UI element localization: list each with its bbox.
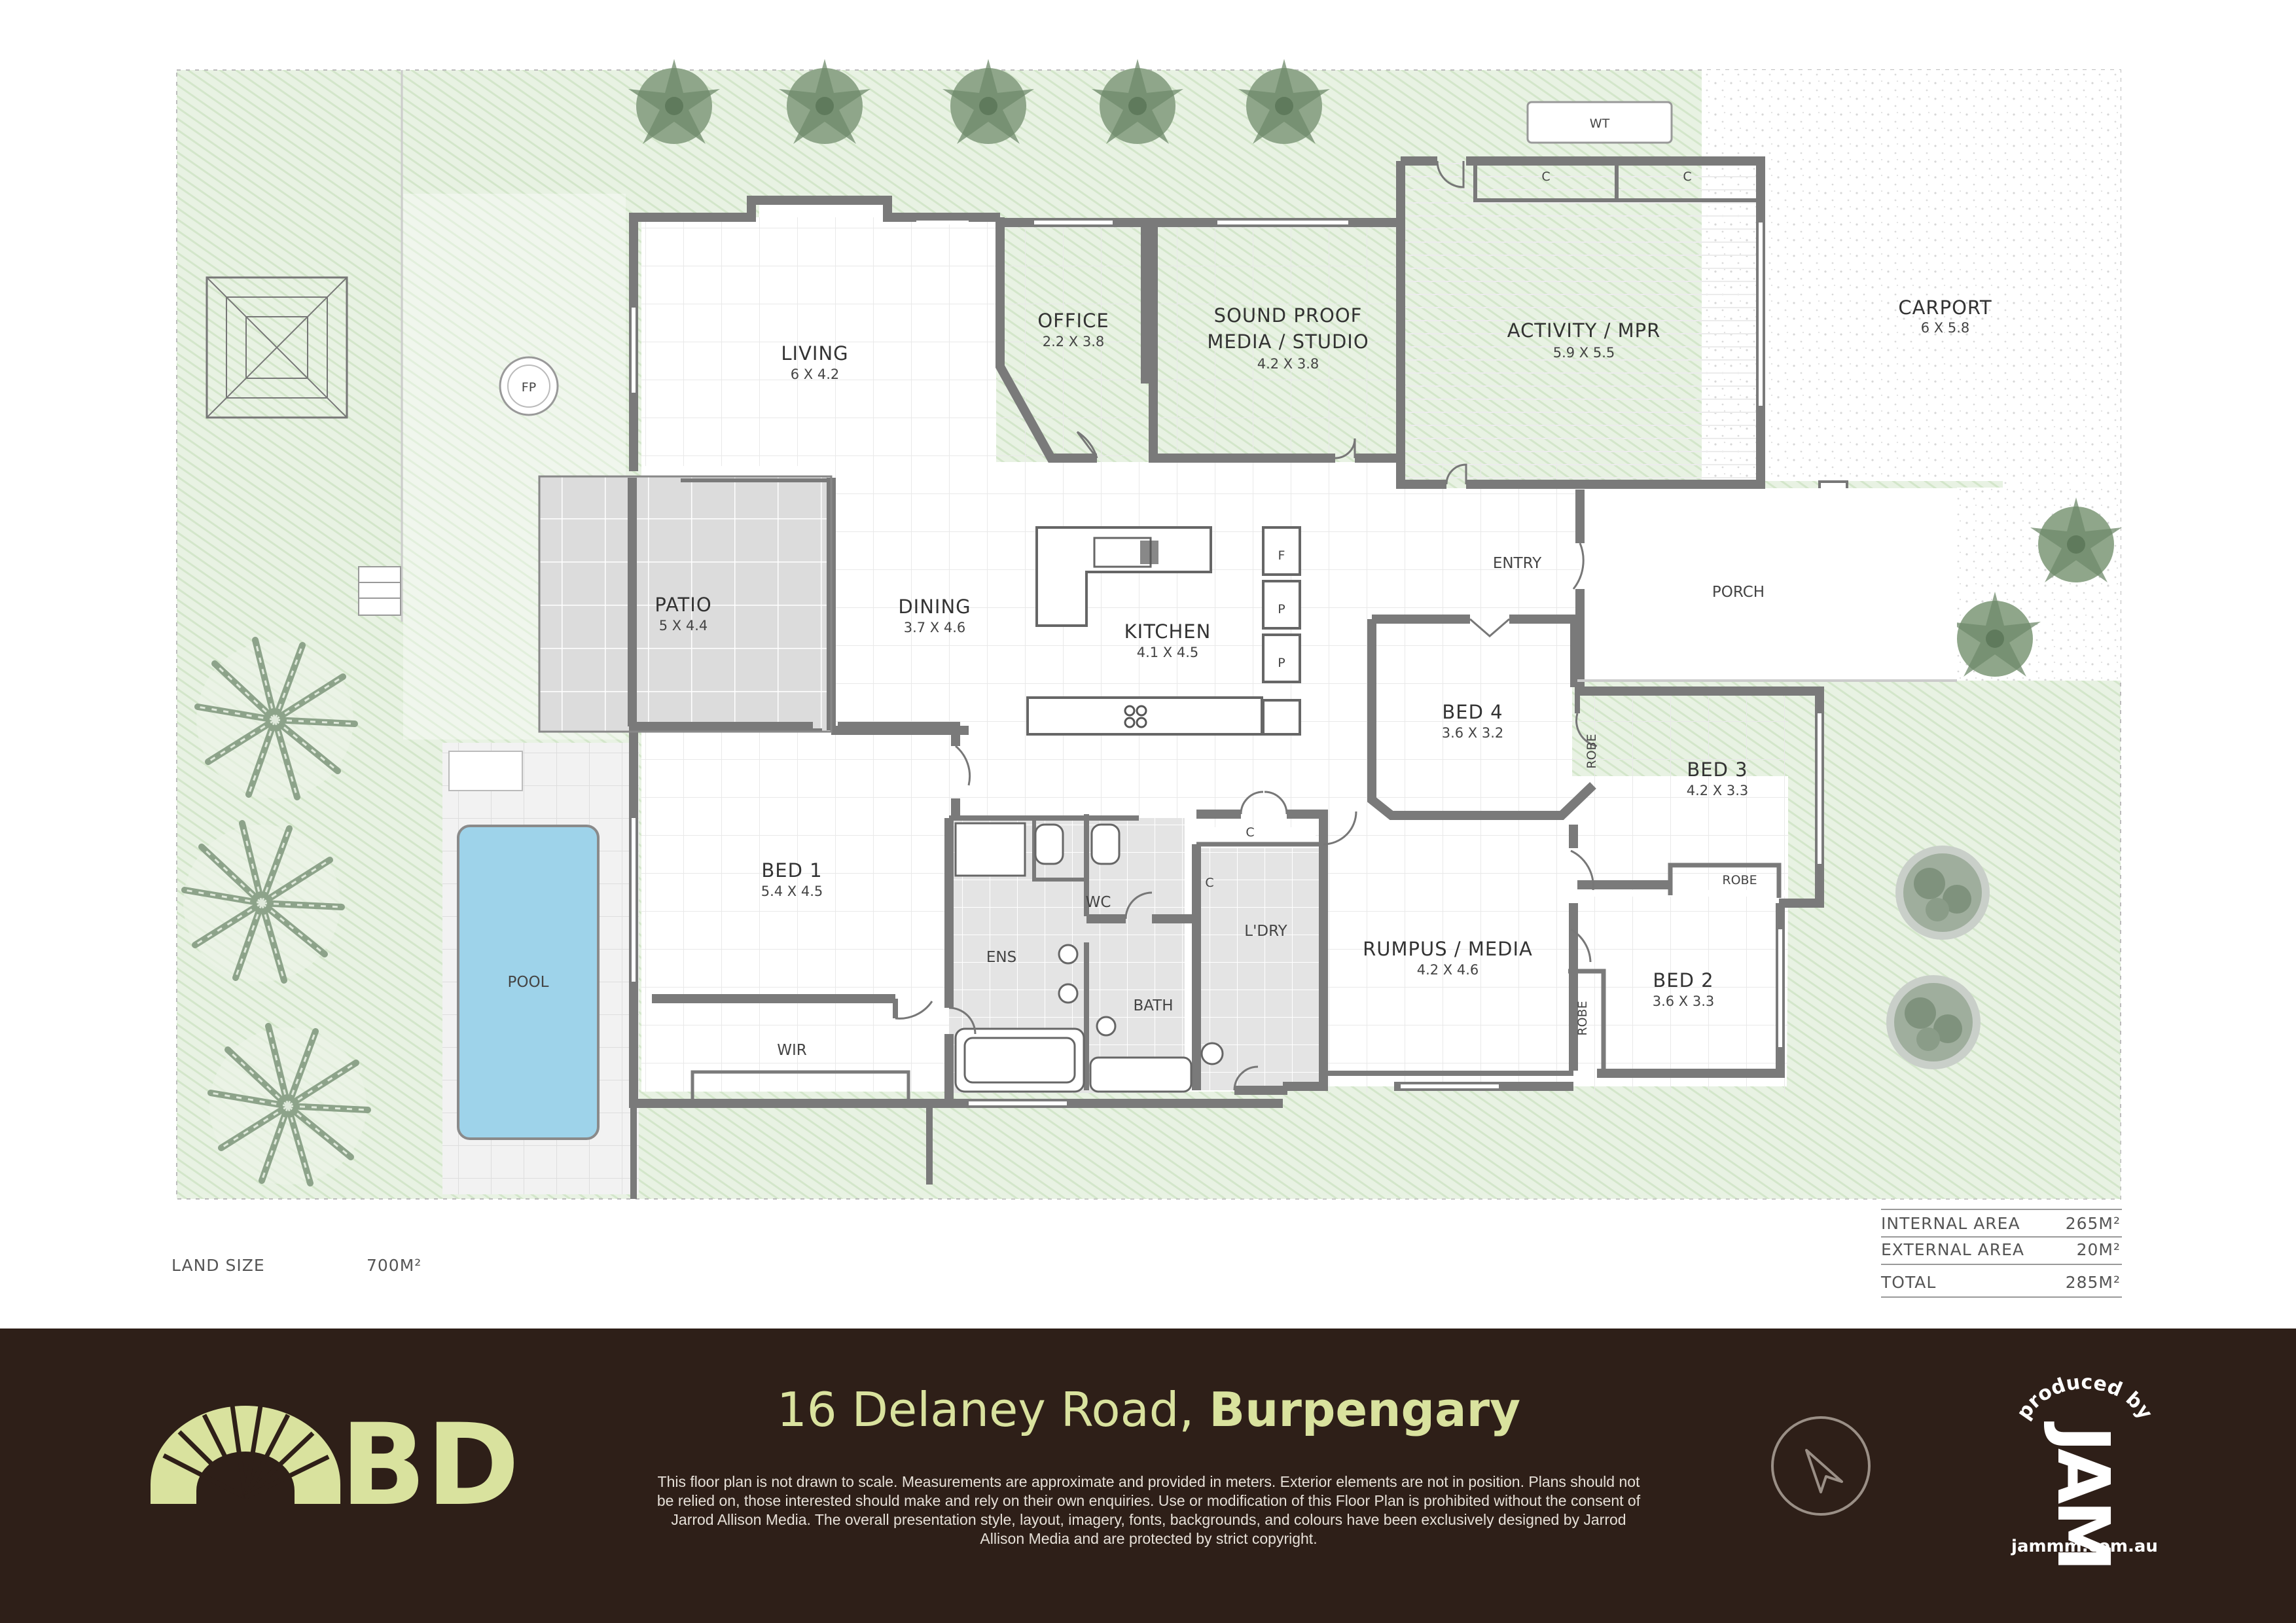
rumpus-label: RUMPUS / MEDIA [1363,938,1533,960]
bath-fixtures [954,822,1224,1093]
basin-icon [1096,1016,1117,1037]
address-street: 16 Delaney Road, [776,1382,1210,1437]
dining-dims: 3.7 X 4.6 [904,620,966,635]
windows [632,221,1821,1105]
floor-plan-drawing: POOL FP WT [171,59,2122,1298]
cupboard-label: C [1246,825,1254,840]
kitchen-benches [1026,526,1301,736]
office-dims: 2.2 X 3.8 [1043,334,1105,349]
cupboard-label: C [1205,876,1213,890]
producer-badge: produced by JAM [2012,1371,2157,1568]
external-area-label: EXTERNAL AREA [1881,1240,2024,1259]
produced-by-text: produced by [2012,1371,2157,1424]
pantry-label: P [1278,602,1285,616]
bed3-label: BED 3 [1687,758,1748,781]
bed1-label: BED 1 [761,859,822,882]
logo-text: BD [340,1406,520,1517]
kitchen-dims: 4.1 X 4.5 [1137,645,1199,660]
floor-plan-area: POOL FP WT [171,59,2122,1298]
living-dims: 6 X 4.2 [791,366,840,382]
garden-steps [358,566,401,616]
dining-label: DINING [898,596,971,618]
sunburst-icon [151,1406,340,1504]
robe-label: ROBE [1585,734,1599,768]
pool-shape [457,825,600,1140]
basin-icon [1058,983,1079,1004]
shrub-icon [1895,846,1990,940]
bathtub-icon [1089,1056,1193,1093]
land-size-label: LAND SIZE [171,1256,265,1275]
entry-label: ENTRY [1493,555,1542,572]
area-summary: LAND SIZE 700M² INTERNAL AREA 265M² EXTE… [171,1209,2122,1298]
porch-label: PORCH [1712,584,1765,601]
bed2-label: BED 2 [1653,969,1713,991]
carport-label: CARPORT [1898,296,1992,319]
cupboard-label: C [1683,169,1691,184]
house-floor [539,157,1957,1093]
ensuite-label: ENS [986,949,1016,966]
north-arrow-icon [1771,1416,1871,1516]
address-suburb: Burpengary [1209,1382,1521,1437]
total-area-label: TOTAL [1880,1273,1936,1292]
shrub-icon [1886,975,1981,1069]
rear-lawn [961,1119,2121,1199]
bed1-dims: 5.4 X 4.5 [761,883,823,899]
land-size-value: 700M² [367,1256,422,1275]
toilet-icon [1090,823,1121,865]
carport-dims: 6 X 5.8 [1921,320,1970,336]
bed4-label: BED 4 [1442,701,1503,723]
room-labels: LIVING 6 X 4.2 OFFICE 2.2 X 3.8 SOUND PR… [655,296,1992,1059]
total-area-value: 285M² [2066,1273,2121,1292]
bed4-dims: 3.6 X 3.2 [1442,725,1504,741]
svg-text:produced by: produced by [2012,1371,2157,1424]
agency-logo: BD [151,1406,520,1517]
stepping-stones [448,751,523,791]
jam-logo: JAM [2041,1421,2125,1568]
footer-bar [0,1329,2296,1623]
external-area-value: 20M² [2077,1240,2121,1259]
laundry-label: L'DRY [1244,923,1287,940]
internal-area-label: INTERNAL AREA [1881,1214,2020,1233]
laundry-tub-icon [1200,1042,1224,1065]
wc-label: WC [1086,894,1111,911]
patio-tiles [539,476,827,732]
patio-label: PATIO [655,594,711,616]
shower-icon [954,822,1026,877]
cooktop-icon [1124,705,1147,728]
robe-label: ROBE [1575,1001,1590,1035]
pantry-label: P [1278,656,1285,670]
driveway [1702,70,2121,681]
studio-dims: 4.2 X 3.8 [1257,356,1319,372]
activity-label: ACTIVITY / MPR [1507,319,1661,342]
cupboard-label: C [1541,169,1550,184]
water-tank [1526,101,1673,144]
door-swings [895,160,1598,1091]
patio-dims: 5 X 4.4 [659,618,708,633]
water-tank-label: WT [1590,116,1610,131]
gazebo-icon [206,276,348,419]
bed3-dims: 4.2 X 3.3 [1687,783,1749,798]
bed2-dims: 3.6 X 3.3 [1653,993,1715,1009]
producer-website: jammm.com.au [2011,1537,2158,1556]
basin-icon [1058,944,1079,965]
disclaimer-text: This floor plan is not drawn to scale. M… [656,1473,1641,1547]
rumpus-dims: 4.2 X 4.6 [1417,962,1479,978]
pool-label: POOL [508,974,549,991]
studio-label-line2: MEDIA / STUDIO [1207,330,1369,353]
office-label: OFFICE [1037,310,1109,332]
wir-label: WIR [777,1042,807,1059]
internal-area-value: 265M² [2066,1214,2121,1233]
studio-label-line1: SOUND PROOF [1214,304,1363,327]
activity-dims: 5.9 X 5.5 [1553,345,1615,361]
living-label: LIVING [781,342,848,365]
fridge-label: F [1278,548,1285,563]
kitchen-label: KITCHEN [1124,620,1211,643]
toilet-icon [1034,823,1064,865]
fire-pit-label: FP [522,380,536,395]
bath-label: BATH [1133,997,1173,1014]
robe-label: ROBE [1722,873,1757,887]
property-address: 16 Delaney Road, Burpengary [772,1382,1525,1437]
